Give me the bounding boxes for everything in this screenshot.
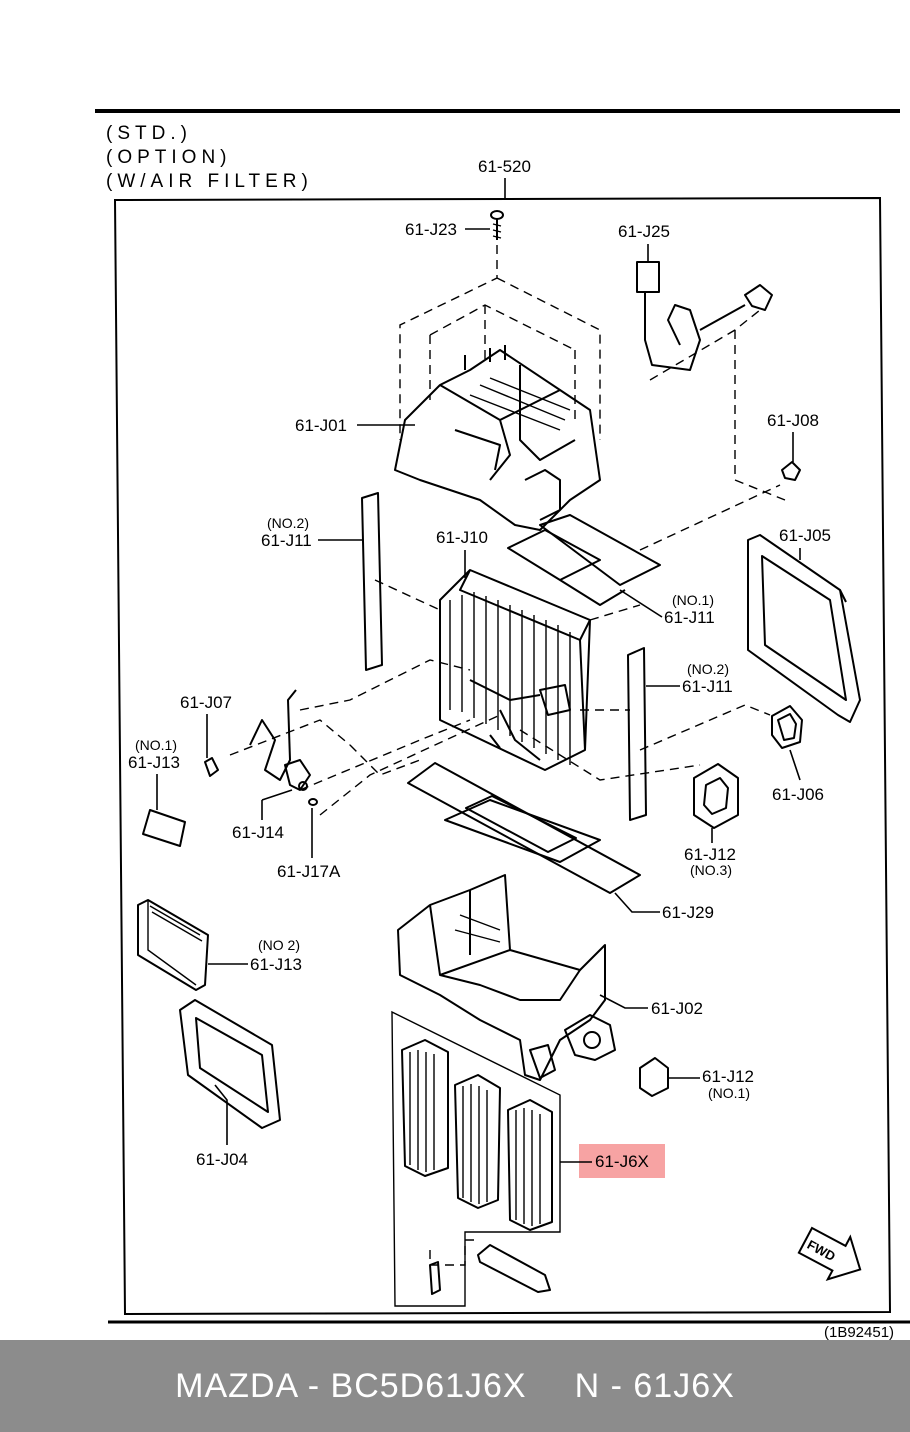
outer-frame [113, 196, 892, 1316]
label-61-j23: 61-J23 [405, 220, 457, 239]
label-61-j08: 61-J08 [767, 411, 819, 430]
filter-frame-61-j04 [179, 999, 281, 1129]
part-number-footer: MAZDA - BC5D61J6X N - 61J6X [0, 1340, 910, 1432]
label-61-j05: 61-J05 [779, 526, 831, 545]
label-61-j6x: 61-J6X [595, 1152, 649, 1171]
screw-61-j23 [490, 210, 504, 240]
label-61-j11-no2-left: 61-J11 [261, 531, 312, 550]
note-61-j11-no2-left: (NO.2) [267, 515, 309, 531]
packing-61-j29 [407, 762, 641, 894]
label-61-j01: 61-J01 [295, 416, 347, 435]
seal-61-j11-no1 [507, 514, 661, 606]
seal-61-j11-no2-right [627, 647, 647, 821]
label-61-j13-no1: 61-J13 [128, 753, 180, 772]
label-61-j04: 61-J04 [196, 1150, 248, 1169]
label-61-j14: 61-J14 [232, 823, 284, 842]
note-61-j12-no1: (NO.1) [708, 1085, 750, 1101]
filter-61-j13-no2 [137, 899, 209, 991]
label-61-520: 61-520 [478, 157, 531, 176]
note-61-j12-no3: (NO.3) [690, 862, 732, 878]
note-61-j11-no1: (NO.1) [672, 592, 714, 608]
wire-harness-61-j25 [636, 261, 773, 371]
note-61-j11-no2-right: (NO.2) [687, 661, 729, 677]
grommet-61-j12-no3 [693, 763, 739, 829]
evaporator-61-j10 [439, 569, 591, 771]
label-61-j10: 61-J10 [436, 528, 488, 547]
label-61-j12-no1: 61-J12 [702, 1067, 754, 1086]
exploded-parts-diagram: (STD.) (OPTION) (W/AIR FILTER) 61-520 61… [95, 109, 910, 1340]
o-ring-61-j17a [308, 798, 318, 806]
filter-61-j13-no1 [142, 809, 186, 847]
grommet-61-j12-no1 [639, 1057, 669, 1097]
diagram-reference-code: (1B92451) [824, 1324, 894, 1340]
lower-case-61-j02 [397, 874, 616, 1081]
label-61-j11-no2-right: 61-J11 [682, 677, 733, 696]
label-61-j07: 61-J07 [180, 693, 232, 712]
label-61-j17a: 61-J17A [277, 862, 341, 881]
note-61-j13-no1: (NO.1) [135, 737, 177, 753]
label-61-j11-no1: 61-J11 [664, 608, 715, 627]
note-61-j13-no2: (NO 2) [258, 937, 300, 953]
label-61-j02: 61-J02 [651, 999, 703, 1018]
filter-kit-61-j6x [391, 1010, 561, 1307]
grommet-61-j06 [771, 705, 803, 749]
footer-part-number: MAZDA - BC5D61J6X [175, 1366, 527, 1405]
upper-case-61-j01 [394, 345, 601, 531]
header-option: (OPTION) [106, 147, 232, 168]
seal-61-j11-no2-left [361, 492, 383, 671]
label-61-j13-no2: 61-J13 [250, 955, 302, 974]
highlight-61-j6x [579, 1144, 665, 1178]
filter-frame-61-j05 [747, 534, 861, 723]
label-61-j25: 61-J25 [618, 222, 670, 241]
header-air-filter: (W/AIR FILTER) [106, 171, 313, 192]
fwd-direction-arrow: FWD [797, 1226, 862, 1282]
sensor-61-j07 [204, 689, 297, 781]
clip-61-j08 [781, 461, 801, 481]
label-61-j12-no3: 61-J12 [684, 845, 736, 864]
footer-alt-number: N - 61J6X [574, 1366, 735, 1405]
header-std: (STD.) [106, 123, 192, 144]
label-61-j06: 61-J06 [772, 785, 824, 804]
label-61-j29: 61-J29 [662, 903, 714, 922]
expansion-valve-61-j14 [284, 759, 311, 791]
